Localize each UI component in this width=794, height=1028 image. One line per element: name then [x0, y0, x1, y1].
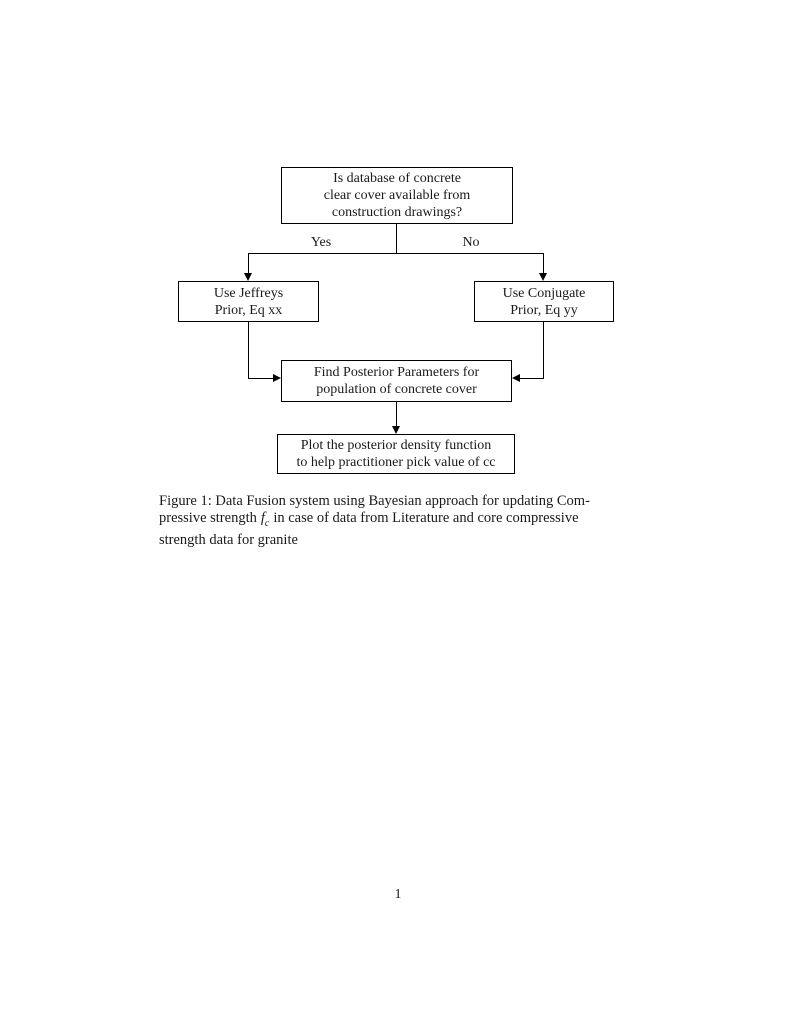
caption-text-segment: in case of data from Literature and core… — [273, 510, 579, 526]
yes-branch-label: Yes — [310, 235, 332, 250]
arrowhead-left-icon — [512, 374, 520, 382]
jeffreys-prior-box-text: Prior, Eq xx — [214, 302, 283, 318]
posterior-parameters-box: Find Posterior Parameters for population… — [281, 360, 512, 402]
jeffreys-prior-box-text: Use Jeffreys — [213, 285, 284, 301]
plot-density-box-text: Plot the posterior density function — [300, 438, 492, 453]
connector-conjugate-down — [543, 322, 544, 379]
conjugate-prior-box: Use Conjugate Prior, Eq yy — [474, 281, 614, 322]
figure-caption-line: strength data for granite — [159, 531, 298, 548]
jeffreys-prior-box: Use Jeffreys Prior, Eq xx — [178, 281, 319, 322]
connector-yes-drop — [248, 253, 249, 274]
arrowhead-down-icon — [392, 426, 400, 434]
figure-caption-line: Figure 1: Data Fusion system using Bayes… — [159, 493, 590, 509]
connector-no-drop — [543, 253, 544, 274]
decision-box-text: Is database of concrete — [333, 171, 461, 186]
caption-text-segment: pressive strength — [159, 510, 257, 526]
connector-posterior-to-plot — [396, 402, 397, 427]
connector-branch-line — [248, 253, 544, 254]
decision-box-text: construction drawings? — [331, 205, 463, 220]
math-fc-symbol: f — [260, 510, 265, 526]
connector-jeffreys-horizontal — [248, 378, 274, 379]
decision-box-text: clear cover available from — [323, 188, 471, 203]
arrowhead-down-icon — [539, 273, 547, 281]
no-branch-label: No — [462, 235, 480, 250]
posterior-parameters-box-text: population of concrete cover — [316, 382, 477, 397]
plot-density-box-text: to help practitioner pick value of cc — [296, 455, 496, 470]
figure-caption: Figure 1: Data Fusion system using Bayes… — [159, 493, 637, 549]
posterior-parameters-box-text: Find Posterior Parameters for — [313, 365, 480, 380]
connector-conjugate-horizontal — [518, 378, 544, 379]
connector-decision-stub — [396, 224, 397, 253]
connector-jeffreys-down — [248, 322, 249, 379]
plot-density-box: Plot the posterior density function to h… — [277, 434, 515, 474]
math-fc-subscript: c — [264, 517, 270, 529]
conjugate-prior-box-text: Prior, Eq yy — [510, 302, 578, 318]
page-number: 1 — [394, 887, 402, 902]
arrowhead-right-icon — [273, 374, 281, 382]
decision-box: Is database of concrete clear cover avai… — [281, 167, 513, 224]
arrowhead-down-icon — [244, 273, 252, 281]
conjugate-prior-box-text: Use Conjugate — [502, 285, 586, 301]
